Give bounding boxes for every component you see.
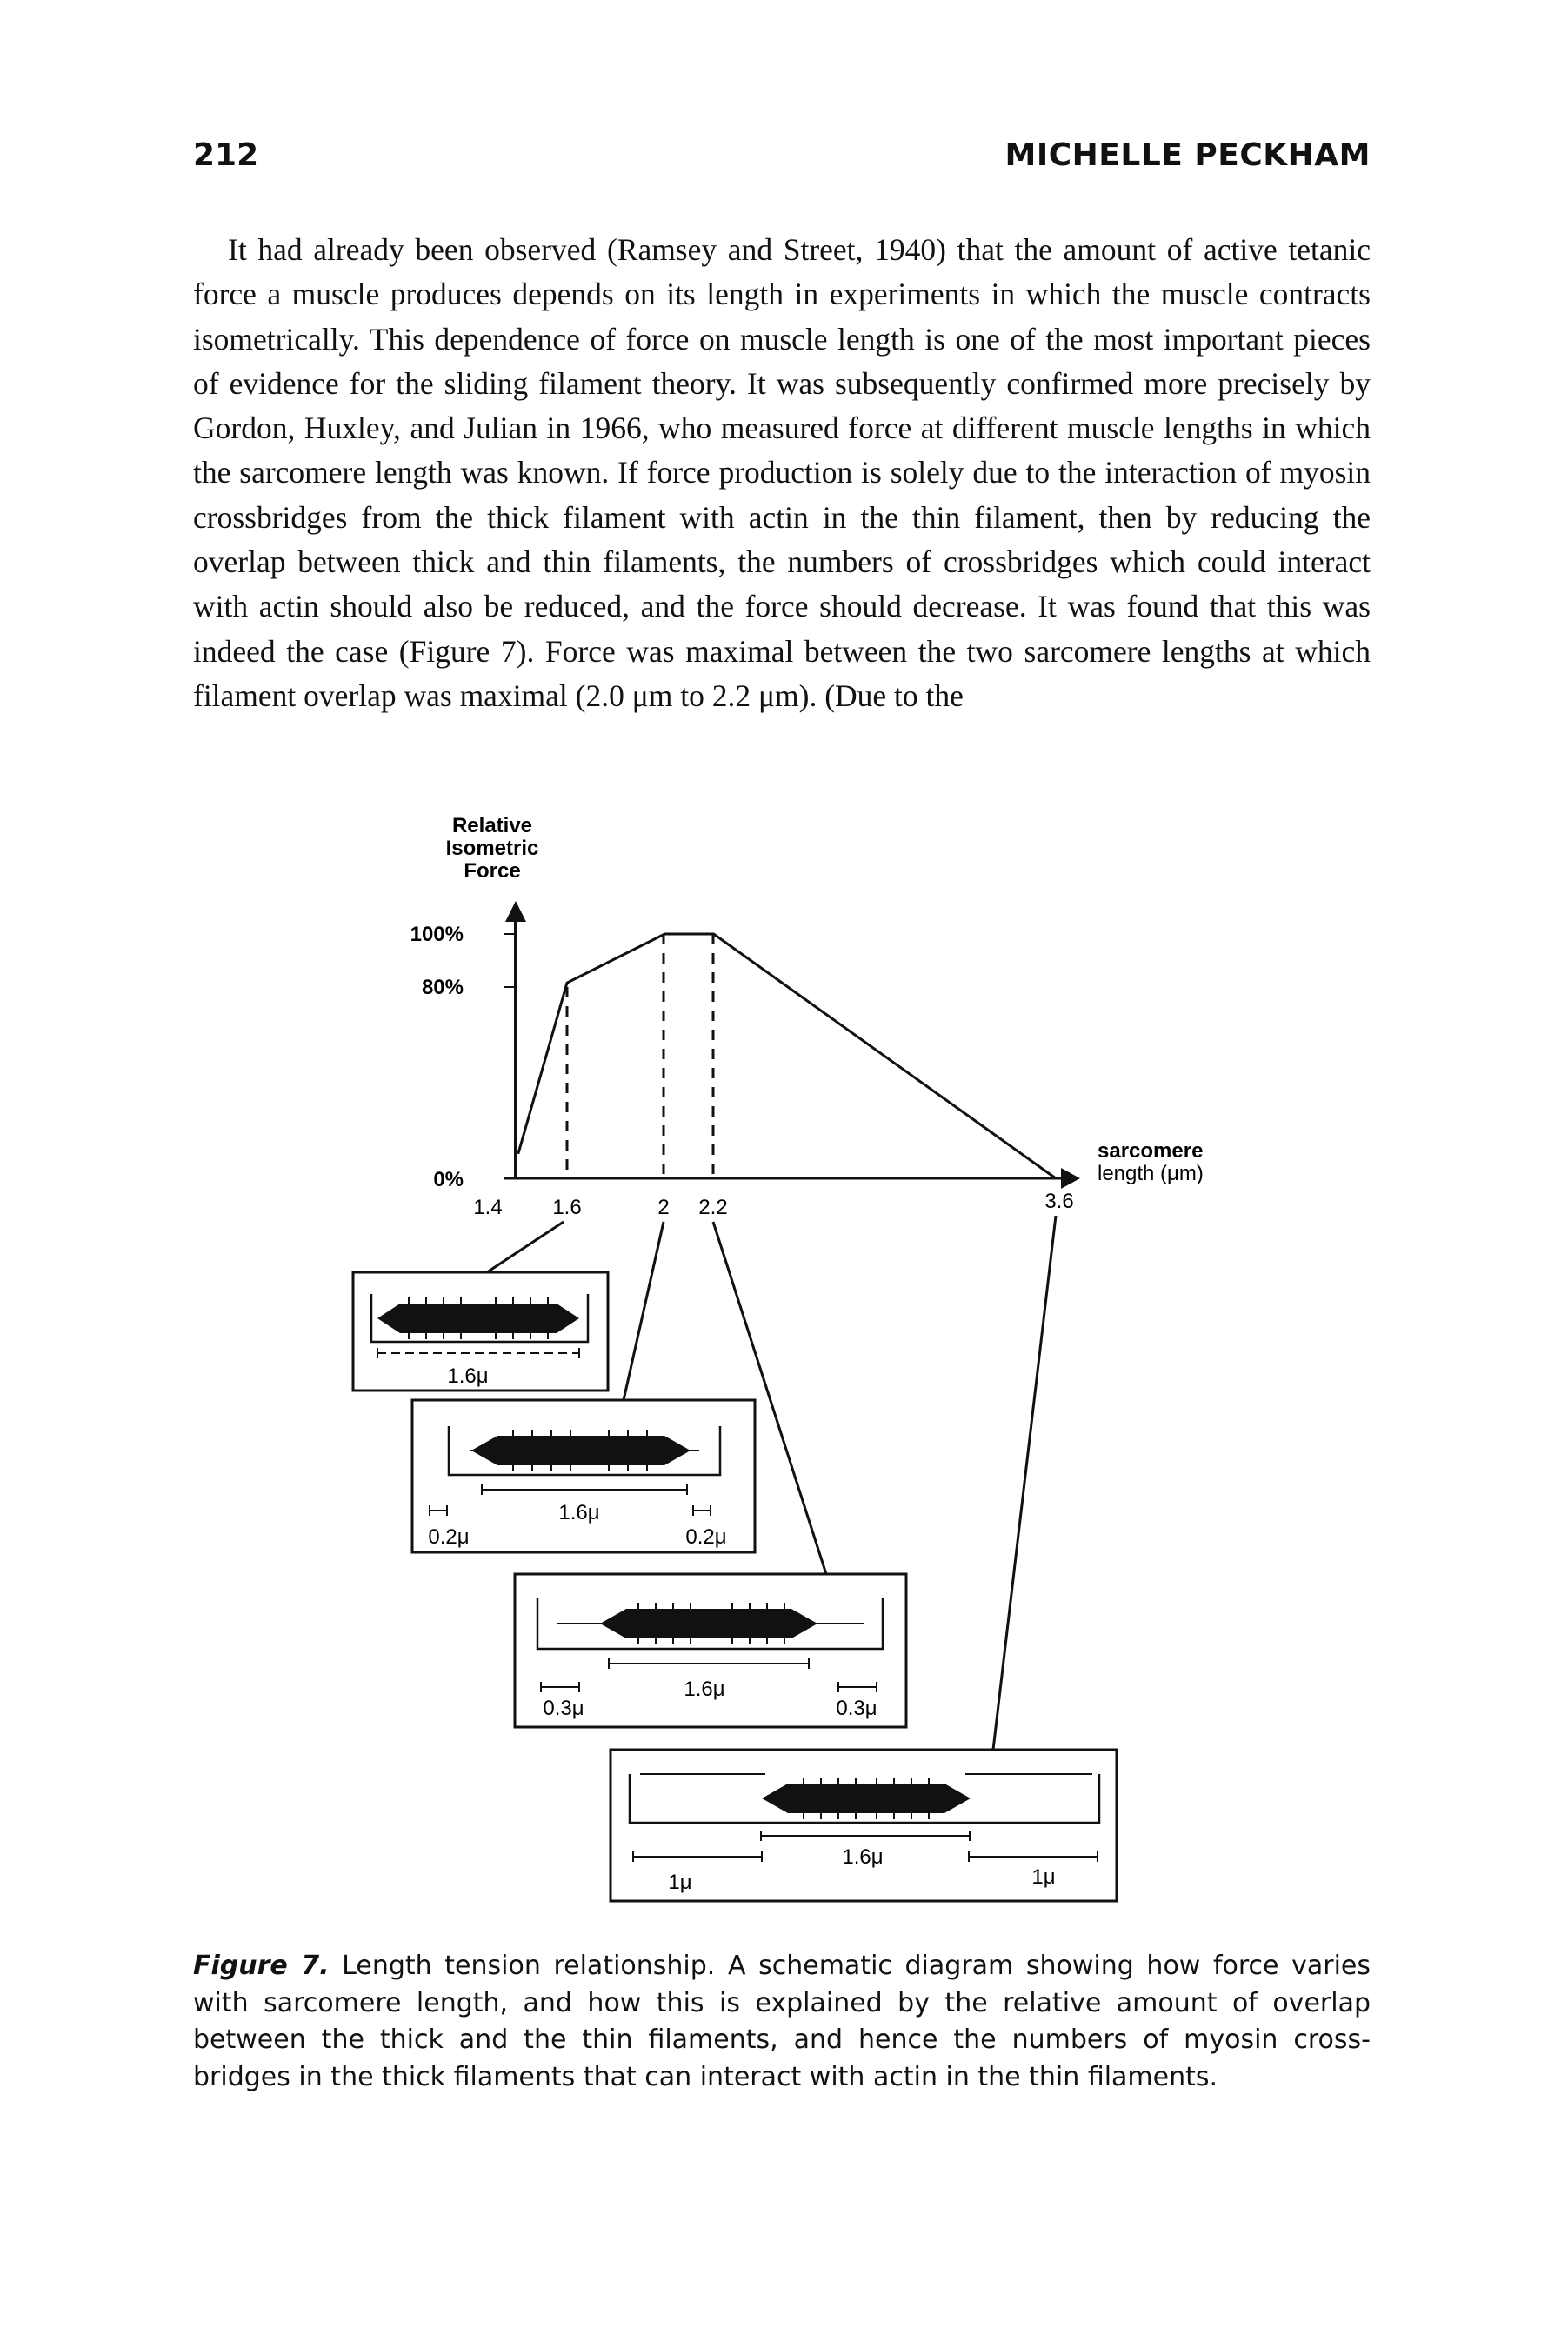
figure-caption-label: Figure 7. <box>193 1951 330 1981</box>
x-tick-2: 2 <box>657 1196 669 1219</box>
y-axis-title-line-1: Relative <box>452 814 532 837</box>
y-tick-100: 100% <box>410 923 464 946</box>
force-curve-line <box>517 932 1057 1180</box>
force-curve <box>517 932 1057 1180</box>
sarcomere-box-2-2: 1.6μ 0.3μ 0.3μ <box>513 1572 908 1729</box>
running-head-author: MICHELLE PECKHAM <box>1004 137 1371 173</box>
body-paragraph: It had already been observed (Ramsey and… <box>193 232 1371 713</box>
connector-1-6 <box>486 1220 564 1274</box>
connector-3-6 <box>991 1215 1058 1751</box>
box-3-gap-left: 0.3μ <box>543 1697 584 1720</box>
sarcomere-box-3-6: 1.6μ 1μ 1μ <box>609 1748 1118 1903</box>
y-tick-80: 80% <box>422 976 464 999</box>
box-4-thick-length: 1.6μ <box>842 1845 883 1869</box>
x-tick-2-2: 2.2 <box>698 1196 727 1219</box>
box-4-gap-right: 1μ <box>1031 1865 1055 1889</box>
y-axis-title-line-2: Isometric <box>446 837 539 860</box>
x-tick-1-6: 1.6 <box>552 1196 581 1219</box>
x-tick-1-4: 1.4 <box>473 1196 502 1219</box>
y-axis-arrowhead <box>505 901 526 922</box>
x-tick-3-6: 3.6 <box>1044 1190 1073 1213</box>
figure-caption: Figure 7. Length tension relationship. A… <box>193 1948 1371 2096</box>
y-tick-0: 0% <box>433 1168 464 1191</box>
box-3-gap-right: 0.3μ <box>836 1697 877 1720</box>
sarcomere-boxes: 1.6μ <box>351 1271 1118 1903</box>
sarcomere-box-1-6: 1.6μ <box>351 1271 610 1392</box>
sarcomere-box-2-0: 1.6μ 0.2μ 0.2μ <box>410 1398 757 1554</box>
box-3-thick-length: 1.6μ <box>684 1678 724 1701</box>
box-1-thick-length: 1.6μ <box>447 1364 488 1388</box>
connector-2-0 <box>622 1221 665 1401</box>
y-axis-title-line-3: Force <box>464 859 520 883</box>
connector-lines <box>486 1215 1058 1751</box>
running-head: 212 MICHELLE PECKHAM <box>193 137 1371 190</box>
box-4-gap-left: 1μ <box>668 1871 691 1894</box>
x-axis-title-line-2: length (μm) <box>1098 1162 1204 1185</box>
x-axis-arrowhead <box>1061 1168 1080 1189</box>
box-2-gap-right: 0.2μ <box>685 1525 726 1549</box>
figure-caption-text: Length tension relationship. A schematic… <box>193 1951 1371 2092</box>
connector-2-2 <box>711 1221 828 1575</box>
page-number: 212 <box>193 137 259 173</box>
box-2-thick-length: 1.6μ <box>558 1501 599 1524</box>
chart-axes <box>504 901 1080 1189</box>
box-2-gap-left: 0.2μ <box>428 1525 469 1549</box>
x-axis-title-line-1: sarcomere <box>1098 1139 1203 1163</box>
